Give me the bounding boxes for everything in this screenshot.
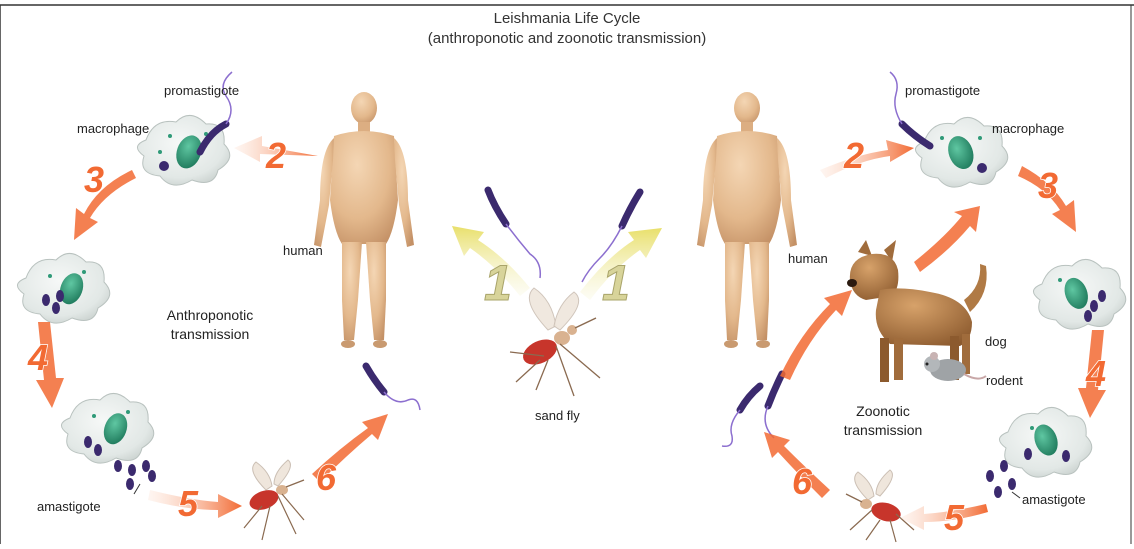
macrophage-left-3	[61, 393, 153, 463]
step-1-right-label: 1	[602, 255, 630, 311]
step-2-left-label: 2	[265, 135, 286, 176]
label-zoonotic: Zoonotic transmission	[828, 402, 938, 440]
macrophage-right-3	[999, 407, 1091, 477]
label-promastigote-left: promastigote	[164, 83, 239, 99]
label-zoonotic-line2: transmission	[844, 422, 923, 438]
label-macrophage-left: macrophage	[77, 121, 149, 137]
macrophage-left-top	[137, 115, 229, 185]
arrow-step-2-right	[820, 140, 914, 178]
label-amastigote-right: amastigote	[1022, 492, 1086, 508]
step-5-right-label: 5	[944, 497, 965, 538]
label-anthroponotic: Anthroponotic transmission	[150, 306, 270, 344]
sand-fly-right	[846, 470, 914, 542]
label-amastigote-left: amastigote	[37, 499, 101, 515]
step-1-left-label: 1	[484, 255, 512, 311]
label-human-right: human	[788, 251, 828, 267]
step-5-left-label: 5	[178, 483, 199, 524]
label-sand-fly: sand fly	[535, 408, 580, 424]
human-figure-right	[697, 92, 797, 348]
label-anthroponotic-line2: transmission	[171, 326, 250, 342]
label-rodent: rodent	[986, 373, 1023, 389]
diagram-subtitle: (anthroponotic and zoonotic transmission…	[0, 29, 1134, 48]
step-3-right-label: 3	[1038, 165, 1058, 206]
macrophage-right-2	[1033, 259, 1125, 329]
human-figure-left	[314, 92, 414, 348]
step-4-left-label: 4	[27, 337, 48, 378]
diagram-title: Leishmania Life Cycle	[0, 9, 1134, 28]
label-promastigote-right: promastigote	[905, 83, 980, 99]
label-dog: dog	[985, 334, 1007, 350]
sand-fly-center	[510, 288, 600, 396]
step-6-left-label: 6	[316, 457, 337, 498]
label-macrophage-right: macrophage	[992, 121, 1064, 137]
label-human-left: human	[283, 243, 323, 259]
amastigote-pointer-left	[134, 484, 140, 494]
label-zoonotic-line1: Zoonotic	[856, 403, 910, 419]
promastigote-left-bottom	[366, 366, 420, 410]
step-4-right-label: 4	[1085, 353, 1106, 394]
step-3-left-label: 3	[84, 159, 104, 200]
step-6-right-label: 6	[792, 461, 813, 502]
label-anthroponotic-line1: Anthroponotic	[167, 307, 253, 323]
arrow-dog-to-macrophage	[914, 206, 980, 272]
amastigotes-left	[114, 460, 156, 490]
amastigote-pointer-right	[1012, 492, 1020, 498]
arrow-dog-to-fly	[780, 290, 852, 380]
sand-fly-left	[244, 460, 304, 540]
macrophage-left-2	[17, 253, 109, 323]
step-2-right-label: 2	[843, 135, 864, 176]
